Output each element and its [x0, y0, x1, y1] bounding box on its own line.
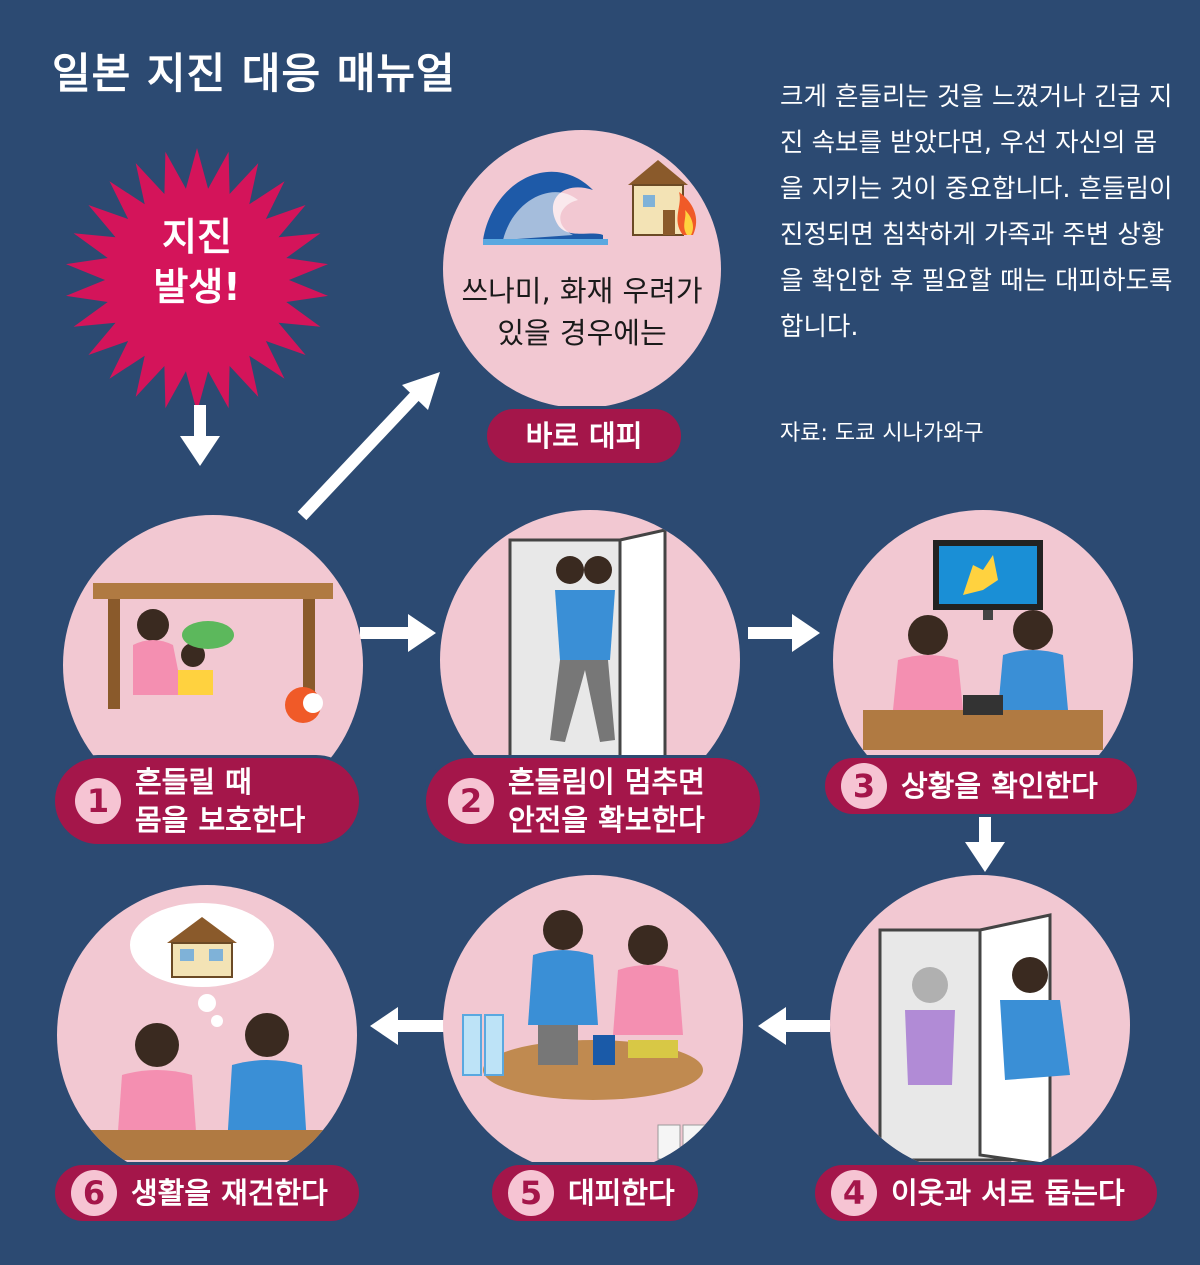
source-credit: 자료: 도쿄 시나가와구	[780, 421, 984, 446]
step-2-line1: 흔들림이 멈추면	[508, 765, 705, 799]
arrow-left-1-icon	[758, 1007, 786, 1045]
page-title: 일본 지진 대응 매뉴얼	[52, 49, 456, 98]
step-4-label: 4 이웃과 서로 돕는다	[812, 1162, 1160, 1224]
step-3-line1: 상황을 확인한다	[901, 769, 1098, 803]
arrow-diagonal-icon	[402, 372, 440, 410]
news-check-icon	[863, 540, 1103, 750]
step-6-line1: 생활을 재건한다	[131, 1176, 328, 1210]
tsunami-condition-text: 쓰나미, 화재 우려가 있을 경우에는	[461, 274, 703, 350]
earthquake-starburst-icon	[66, 148, 328, 412]
open-door-icon	[508, 528, 667, 782]
step-5-label: 5 대피한다	[489, 1162, 701, 1224]
tsunami-fire-icon	[483, 160, 697, 245]
step-3-label: 3 상황을 확인한다	[822, 755, 1140, 817]
step-1-line2: 몸을 보호한다	[135, 803, 306, 837]
earthquake-start-label: 지진 발생!	[62, 212, 332, 312]
step-4-line1: 이웃과 서로 돕는다	[891, 1176, 1125, 1210]
step-1-line1: 흔들릴 때	[135, 765, 252, 799]
neighbor-help-icon	[878, 913, 1070, 1167]
step-3-number: 3	[841, 763, 887, 809]
arrow-left-2-icon	[370, 1007, 398, 1045]
step-1-number: 1	[75, 778, 121, 824]
step-6-number: 6	[71, 1170, 117, 1216]
arrow-down-2-icon	[965, 842, 1005, 872]
step-5-circle	[443, 875, 743, 1175]
arrow-down-1-icon	[180, 436, 220, 466]
evacuate-now-text: 바로 대피	[525, 419, 643, 453]
step-2-number: 2	[448, 778, 494, 824]
table-shelter-icon	[93, 583, 333, 723]
step-5-number: 5	[508, 1170, 554, 1216]
step-4-circle	[830, 875, 1130, 1175]
step-4-number: 4	[831, 1170, 877, 1216]
step-5-line1: 대피한다	[568, 1176, 675, 1210]
step-6-circle	[57, 885, 357, 1185]
arrow-right-2-icon	[792, 614, 820, 652]
intro-text: 크게 흔들리는 것을 느꼈거나 긴급 지진 속보를 받았다면, 우선 자신의 몸…	[780, 82, 1173, 342]
start-line1: 지진	[162, 215, 232, 259]
arrow-right-1-icon	[408, 614, 436, 652]
rebuild-life-icon	[87, 903, 327, 1160]
tsunami-fire-circle	[443, 130, 721, 408]
step-2-line2: 안전을 확보한다	[508, 803, 705, 837]
start-line2: 발생!	[153, 265, 241, 309]
step-6-label: 6 생활을 재건한다	[52, 1162, 362, 1224]
evacuate-now-label: 바로 대피	[484, 406, 684, 466]
evacuation-supplies-icon	[462, 910, 706, 1160]
